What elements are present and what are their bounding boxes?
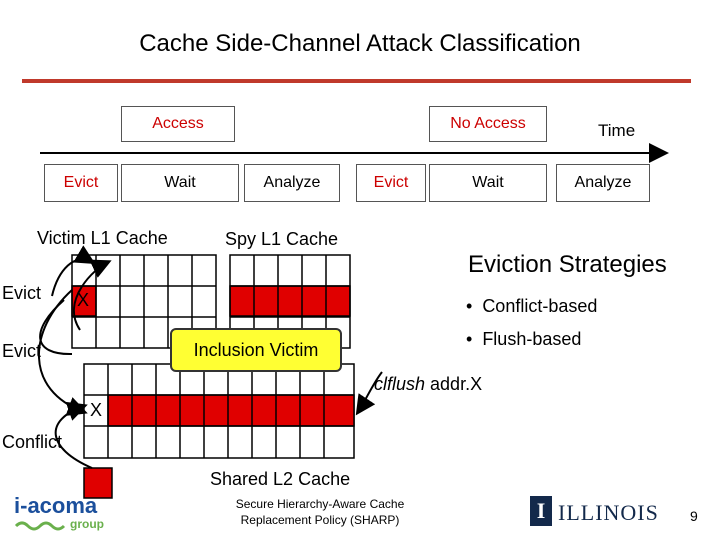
victim-x-mark: X xyxy=(77,290,90,310)
conflict-cell xyxy=(83,467,113,499)
victim-l1-label: Victim L1 Cache xyxy=(37,228,168,248)
title-divider xyxy=(22,79,691,83)
sharp-caption: Secure Hierarchy-Aware Cache Replacement… xyxy=(235,497,405,527)
eviction-strategy-list: • Conflict-based • Flush-based xyxy=(466,296,597,362)
list-item: • Flush-based xyxy=(466,329,582,349)
list-item: • Conflict-based xyxy=(466,296,598,316)
phase-analyze-2: Analyze xyxy=(556,164,650,202)
phase-analyze-1: Analyze xyxy=(244,164,340,202)
page-title: Cache Side-Channel Attack Classification xyxy=(139,30,581,57)
iacoma-logo: i-acoma group xyxy=(14,493,104,532)
phase-evict-2: Evict xyxy=(356,164,426,202)
spy-l1-grid xyxy=(229,254,351,349)
clflush-label: clflush addr.X xyxy=(374,374,483,394)
evict-label-1: Evict xyxy=(2,283,42,303)
inclusion-victim-box: Inclusion Victim xyxy=(170,328,342,372)
spy-l1-label: Spy L1 Cache xyxy=(225,229,339,249)
access-header: Access xyxy=(121,106,235,142)
eviction-strategies-heading: Eviction Strategies xyxy=(468,251,667,278)
l2-x-mark: X xyxy=(90,400,103,420)
no-access-header: No Access xyxy=(429,106,547,142)
phase-wait-1: Wait xyxy=(121,164,239,202)
evict-arrows xyxy=(38,245,112,469)
time-label: Time xyxy=(598,121,636,140)
conflict-label: Conflict xyxy=(2,432,63,452)
evict-label-2: Evict xyxy=(2,341,42,361)
phase-evict-1: Evict xyxy=(44,164,118,202)
shared-l2-label: Shared L2 Cache xyxy=(210,469,351,489)
phase-wait-2: Wait xyxy=(429,164,547,202)
shared-l2-grid xyxy=(83,363,355,459)
clflush-arrow xyxy=(355,371,383,416)
page-number: 9 xyxy=(690,508,698,524)
